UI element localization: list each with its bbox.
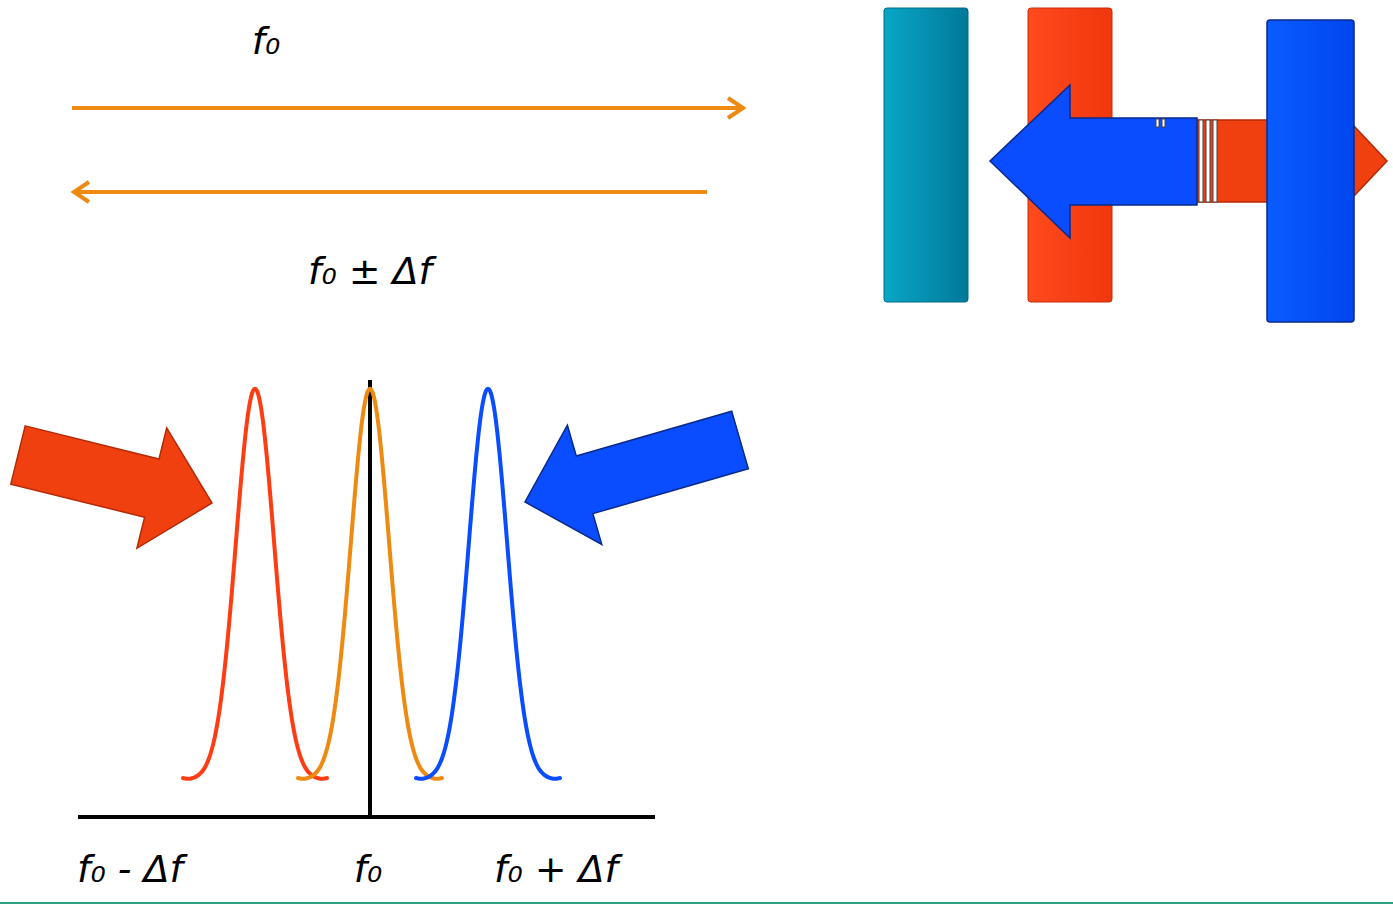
pointer-arrows — [11, 411, 749, 548]
footer-rule — [0, 902, 1393, 904]
motion-lines — [1156, 119, 1217, 202]
red-pointer-arrow — [11, 426, 212, 548]
returning-wave-arrow — [75, 190, 707, 194]
motion-line — [1206, 120, 1210, 202]
spectrum-peaks — [183, 389, 560, 779]
red-shifted-peak — [183, 389, 327, 779]
stationary-object — [884, 8, 968, 302]
arrow-head — [74, 182, 89, 202]
arrow-head — [728, 98, 743, 118]
motion-line — [1162, 119, 1165, 127]
frequency-label: f₀ + Δf — [490, 849, 622, 891]
motion-line — [1213, 120, 1217, 202]
blue-shifted-peak — [416, 389, 560, 779]
frequency-label: f₀ - Δf — [73, 849, 187, 891]
frequency-axis — [78, 815, 655, 819]
source-peak — [298, 389, 442, 779]
frequency-label: f₀ — [248, 21, 285, 63]
frequency-label: f₀ — [350, 849, 387, 891]
approaching-motion-arrow — [990, 85, 1197, 238]
center-line — [368, 380, 372, 819]
motion-line — [1156, 119, 1159, 127]
blue-pointer-arrow — [525, 411, 748, 544]
motion-line — [1199, 120, 1203, 202]
approaching-object — [1267, 20, 1354, 322]
frequency-label: f₀ ± Δf — [304, 251, 436, 293]
outgoing-wave-arrow — [72, 106, 742, 110]
